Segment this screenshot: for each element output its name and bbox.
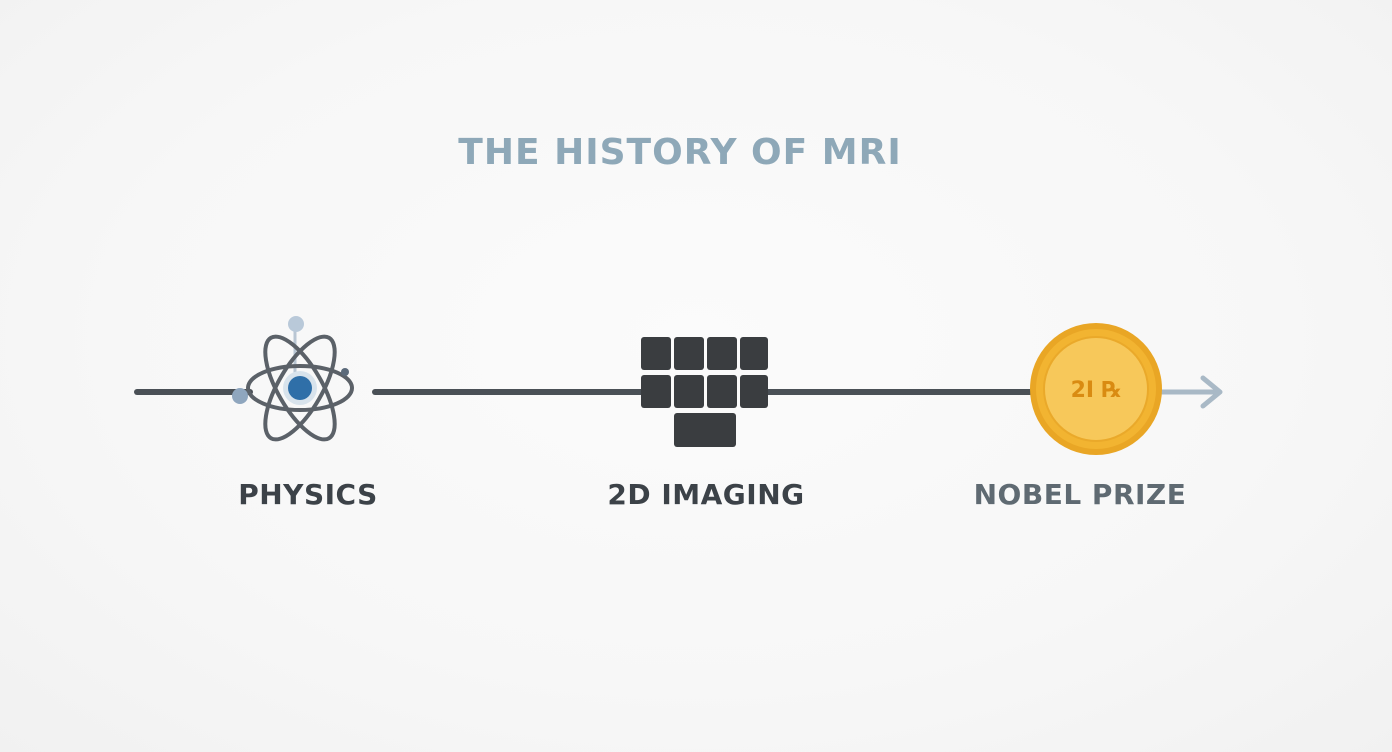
milestone-label-nobel-prize: NOBEL PRIZE [973,478,1187,511]
milestone-label-physics: PHYSICS [238,478,378,511]
gold-medal-icon: 2I ℞ [1030,323,1162,455]
grid-blocks-icon [641,337,768,447]
page-title: THE HISTORY OF MRI [458,132,902,173]
atom-icon [232,316,354,442]
arrow-icon [1157,375,1223,409]
milestone-label-2d-imaging: 2D IMAGING [607,478,805,511]
medal-text: 2I ℞ [1071,378,1122,403]
